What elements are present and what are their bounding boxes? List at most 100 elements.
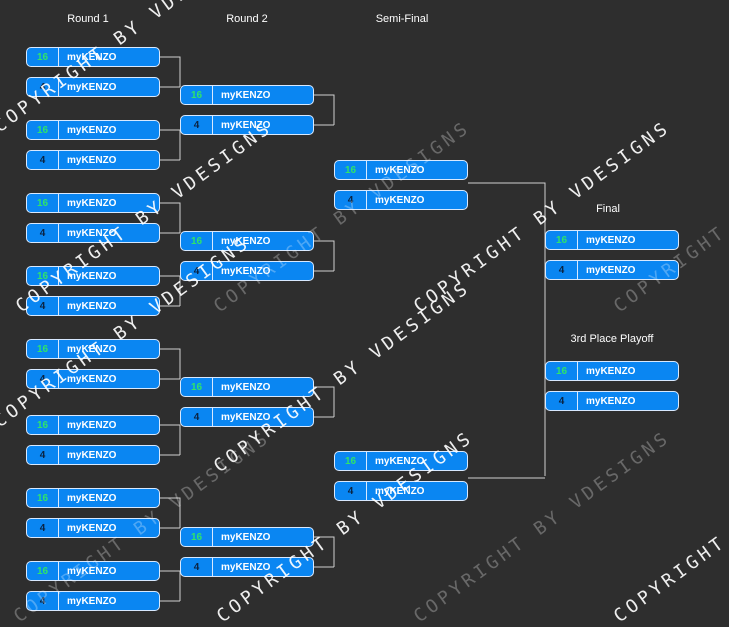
- seed-number: 4: [335, 191, 367, 209]
- team-name: myKENZO: [67, 227, 117, 239]
- seed-number: 16: [181, 378, 213, 396]
- seed-number: 4: [27, 297, 59, 315]
- team-name: myKENZO: [221, 265, 271, 277]
- team-name: myKENZO: [586, 395, 636, 407]
- seed-number: 4: [27, 592, 59, 610]
- seed-number: 4: [27, 446, 59, 464]
- semi-final-slot[interactable]: 4 myKENZO: [334, 481, 468, 501]
- team-name: myKENZO: [67, 81, 117, 93]
- team-name: myKENZO: [67, 300, 117, 312]
- connector-r1-r2: [160, 202, 181, 234]
- seed-number: 4: [546, 392, 578, 410]
- team-name: myKENZO: [221, 531, 271, 543]
- round-1-slot[interactable]: 16 myKENZO: [26, 47, 160, 67]
- seed-number: 4: [181, 408, 213, 426]
- seed-number: 4: [27, 224, 59, 242]
- round-2-slot[interactable]: 16 myKENZO: [180, 527, 314, 547]
- seed-number: 16: [181, 528, 213, 546]
- connector-r2-sf: [314, 240, 335, 272]
- seed-number: 4: [546, 261, 578, 279]
- round-1-title: Round 1: [67, 13, 109, 25]
- seed-number: 16: [335, 452, 367, 470]
- seed-number: 4: [181, 558, 213, 576]
- seed-number: 4: [27, 370, 59, 388]
- team-name: myKENZO: [67, 51, 117, 63]
- connector-r1-r2: [160, 570, 181, 602]
- connector-r1-r2: [160, 348, 181, 380]
- connector-r2-sf: [314, 536, 335, 568]
- round-2-slot[interactable]: 16 myKENZO: [180, 231, 314, 251]
- seed-number: 16: [27, 194, 59, 212]
- team-name: myKENZO: [586, 234, 636, 246]
- third-place-slot[interactable]: 16 myKENZO: [545, 361, 679, 381]
- team-name: myKENZO: [221, 381, 271, 393]
- third-place-title: 3rd Place Playoff: [570, 333, 654, 345]
- round-2-slot[interactable]: 16 myKENZO: [180, 85, 314, 105]
- seed-number: 16: [335, 161, 367, 179]
- seed-number: 16: [27, 267, 59, 285]
- round-1-slot[interactable]: 16 myKENZO: [26, 266, 160, 286]
- team-name: myKENZO: [67, 492, 117, 504]
- team-name: myKENZO: [67, 270, 117, 282]
- seed-number: 16: [181, 232, 213, 250]
- team-name: myKENZO: [67, 124, 117, 136]
- semi-final-slot[interactable]: 16 myKENZO: [334, 160, 468, 180]
- seed-number: 16: [546, 362, 578, 380]
- final-title: Final: [596, 203, 620, 215]
- team-name: myKENZO: [221, 561, 271, 573]
- round-2-slot[interactable]: 4 myKENZO: [180, 557, 314, 577]
- third-place-slot[interactable]: 4 myKENZO: [545, 391, 679, 411]
- seed-number: 4: [27, 151, 59, 169]
- connector-r2-sf: [314, 94, 335, 126]
- team-name: myKENZO: [221, 89, 271, 101]
- team-name: myKENZO: [67, 522, 117, 534]
- connector-r1-r2: [160, 129, 181, 161]
- round-1-slot[interactable]: 4 myKENZO: [26, 296, 160, 316]
- team-name: myKENZO: [375, 194, 425, 206]
- connector-r1-r2: [160, 275, 181, 307]
- round-2-slot[interactable]: 4 myKENZO: [180, 261, 314, 281]
- seed-number: 4: [181, 262, 213, 280]
- seed-number: 16: [181, 86, 213, 104]
- team-name: myKENZO: [67, 373, 117, 385]
- team-name: myKENZO: [67, 343, 117, 355]
- team-name: myKENZO: [375, 164, 425, 176]
- team-name: myKENZO: [221, 119, 271, 131]
- team-name: myKENZO: [375, 485, 425, 497]
- seed-number: 16: [27, 416, 59, 434]
- round-1-slot[interactable]: 16 myKENZO: [26, 415, 160, 435]
- connector-r1-r2: [160, 56, 181, 88]
- round-1-slot[interactable]: 4 myKENZO: [26, 369, 160, 389]
- round-1-slot[interactable]: 4 myKENZO: [26, 77, 160, 97]
- seed-number: 16: [546, 231, 578, 249]
- team-name: myKENZO: [67, 419, 117, 431]
- final-slot[interactable]: 16 myKENZO: [545, 230, 679, 250]
- seed-number: 4: [335, 482, 367, 500]
- seed-number: 4: [27, 78, 59, 96]
- connector-r2-sf: [314, 386, 335, 418]
- round-1-slot[interactable]: 4 myKENZO: [26, 223, 160, 243]
- semi-final-slot[interactable]: 4 myKENZO: [334, 190, 468, 210]
- connector-sf-final: [468, 182, 546, 479]
- round-2-slot[interactable]: 16 myKENZO: [180, 377, 314, 397]
- connector-r1-r2: [160, 497, 181, 529]
- round-1-slot[interactable]: 16 myKENZO: [26, 193, 160, 213]
- team-name: myKENZO: [221, 235, 271, 247]
- connector-r1-r2: [160, 424, 181, 456]
- team-name: myKENZO: [586, 365, 636, 377]
- team-name: myKENZO: [67, 197, 117, 209]
- seed-number: 16: [27, 48, 59, 66]
